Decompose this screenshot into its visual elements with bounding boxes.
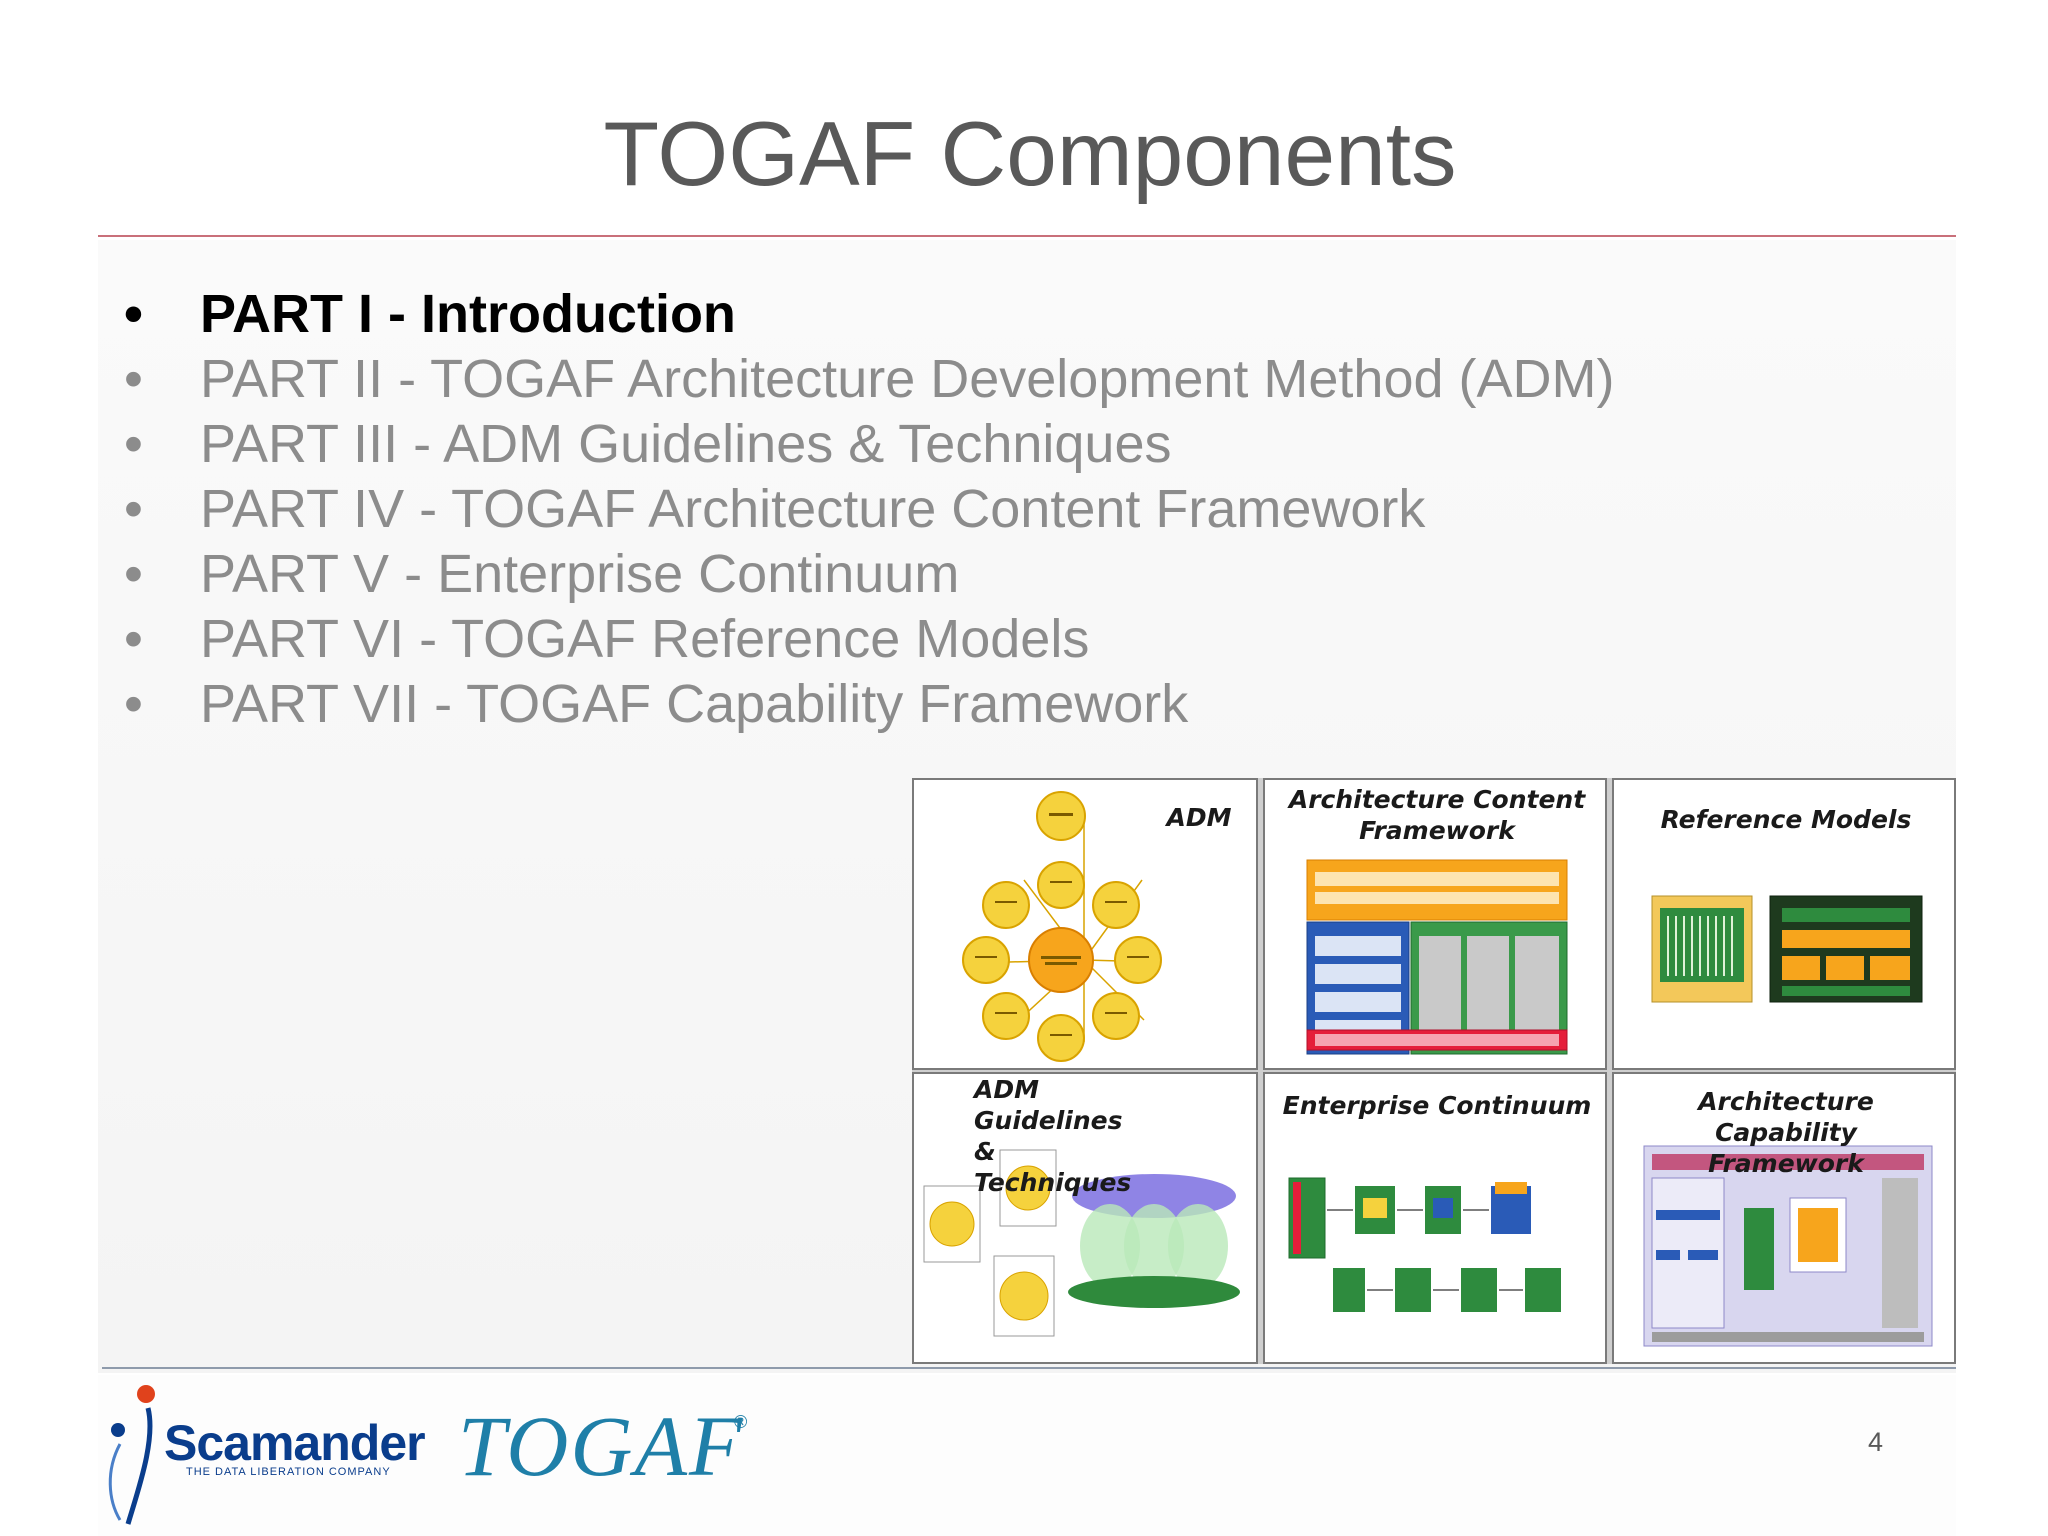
page-number: 4 — [1868, 1427, 1884, 1457]
bullet-text: PART I - Introduction — [200, 284, 736, 344]
bullet-item-part-7: • PART VII - TOGAF Capability Framework — [124, 672, 1615, 737]
guidelines-graphic — [923, 1149, 1240, 1337]
adm-cycle-graphic — [962, 791, 1162, 1062]
togaf-logo: TOGAF — [458, 1398, 744, 1494]
enterprise-continuum-label: Enterprise Continuum — [1282, 1091, 1592, 1120]
footer — [98, 1375, 1956, 1536]
scamander-logo-mark — [108, 1385, 155, 1525]
scamander-wordmark: Scamander — [164, 1415, 426, 1471]
bullet-dot: • — [124, 284, 143, 344]
guidelines-panel: ADM Guidelines& Techniques — [912, 1072, 1258, 1364]
slide-title: TOGAF Components — [603, 104, 1457, 205]
adm-panel: ADM — [912, 778, 1258, 1070]
guidelines-label: ADM Guidelines& Techniques — [974, 1075, 1132, 1197]
bullet-text: PART III - ADM Guidelines & Techniques — [200, 414, 1172, 474]
bullet-item-part-2: • PART II - TOGAF Architecture Developmen… — [124, 347, 1615, 412]
bullet-dot: • — [124, 414, 143, 474]
capability-framework-graphic — [1643, 1145, 1933, 1347]
bullet-item-part-4: • PART IV - TOGAF Architecture Content Fr… — [124, 477, 1615, 542]
bullet-dot: • — [124, 609, 143, 669]
registered-mark: ® — [734, 1412, 748, 1432]
togaf-components-diagram: ADM — [912, 778, 1956, 1364]
enterprise-continuum-graphic — [1288, 1177, 1561, 1312]
bullet-item-part-1: • PART I - Introduction — [124, 282, 1615, 347]
title-divider — [98, 235, 1956, 237]
bullet-dot: • — [124, 349, 143, 409]
bullet-text: PART VII - TOGAF Capability Framework — [200, 674, 1189, 734]
bullet-item-part-5: • PART V - Enterprise Continuum — [124, 542, 1615, 607]
enterprise-continuum-panel: Enterprise Continuum — [1263, 1072, 1607, 1364]
adm-label: ADM — [1166, 803, 1232, 832]
bullet-text: PART V - Enterprise Continuum — [200, 544, 960, 604]
bullet-text: PART II - TOGAF Architecture Development… — [200, 349, 1615, 409]
bullet-dot: • — [124, 479, 143, 539]
bullet-text: PART IV - TOGAF Architecture Content Fra… — [200, 479, 1426, 539]
bullet-text: PART VI - TOGAF Reference Models — [200, 609, 1090, 669]
reference-models-panel: Reference Models — [1612, 778, 1956, 1070]
footer-divider — [102, 1367, 1956, 1369]
content-framework-graphic — [1306, 859, 1568, 1055]
reference-models-graphic — [1651, 895, 1923, 1003]
bullet-dot: • — [124, 544, 143, 604]
bullet-list: • PART I - Introduction • PART II - TOGAF … — [124, 282, 1615, 737]
reference-models-label: Reference Models — [1660, 805, 1912, 834]
bullet-item-part-3: • PART III - ADM Guidelines & Techniques — [124, 412, 1615, 477]
bullet-item-part-6: • PART VI - TOGAF Reference Models — [124, 607, 1615, 672]
scamander-tagline: THE DATA LIBERATION COMPANY — [186, 1466, 391, 1478]
bullet-dot: • — [124, 674, 143, 734]
